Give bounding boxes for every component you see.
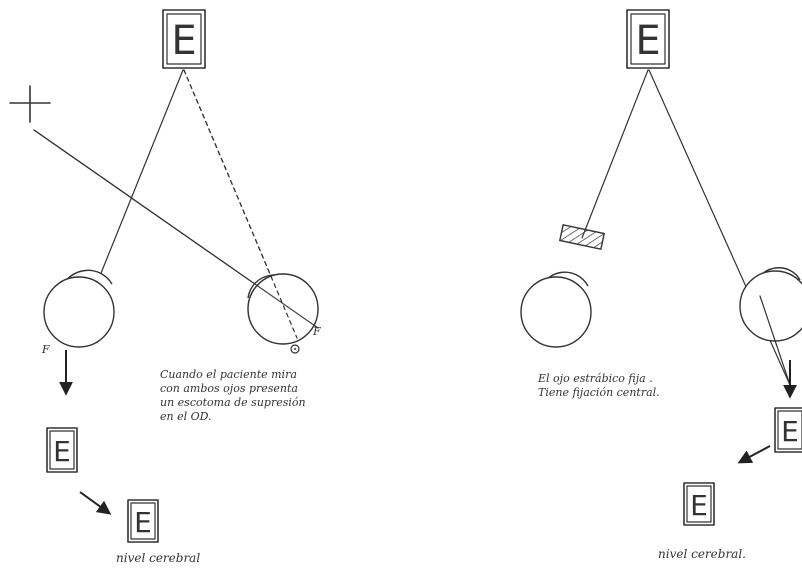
right-cerebral-letter: E <box>690 489 708 522</box>
right-panel-left-eye <box>520 271 592 348</box>
left-cerebral-letter: E <box>134 506 152 539</box>
left-note: Cuando el paciente mira con ambos ojos p… <box>160 368 306 423</box>
right-target-letter: E <box>635 18 660 64</box>
right-note-line-1: El ojo estrábico fija . <box>537 372 653 385</box>
left-panel: E F F <box>9 9 321 565</box>
right-cerebral-box: E <box>683 482 715 526</box>
left-cross-marker <box>9 85 51 123</box>
left-note-line-2: con ambos ojos presenta <box>160 382 298 395</box>
right-hatched-block <box>558 223 606 251</box>
left-eye-f-label: F <box>41 343 50 356</box>
right-note-line-2: Tiene fijación central. <box>538 386 660 399</box>
left-image-letter: E <box>53 435 71 468</box>
right-image-box: E <box>774 407 802 453</box>
left-note-line-4: en el OD. <box>160 410 212 423</box>
right-suppressed-axis <box>581 69 649 239</box>
right-cerebral-label: nivel cerebral. <box>658 547 746 561</box>
right-image-letter: E <box>781 415 799 448</box>
fovea-marker <box>290 344 300 354</box>
left-cerebral-label: nivel cerebral <box>116 551 200 565</box>
left-note-line-1: Cuando el paciente mira <box>160 368 297 381</box>
left-target-box: E <box>162 9 206 69</box>
right-panel: E E <box>520 9 802 561</box>
left-note-line-3: un escotoma de supresión <box>160 396 306 409</box>
right-eye-f-label: F <box>312 325 321 338</box>
left-image-box: E <box>46 427 78 473</box>
left-diagonal-arrow <box>79 491 112 515</box>
left-cerebral-box: E <box>127 499 159 543</box>
left-panel-left-eye <box>43 269 115 348</box>
right-diagonal-arrow <box>737 445 771 464</box>
right-target-box: E <box>626 9 670 69</box>
left-panel-right-eye <box>33 69 319 345</box>
right-panel-right-eye <box>739 267 802 386</box>
right-note: El ojo estrábico fija . Tiene fijación c… <box>537 372 660 399</box>
left-target-letter: E <box>171 18 196 64</box>
